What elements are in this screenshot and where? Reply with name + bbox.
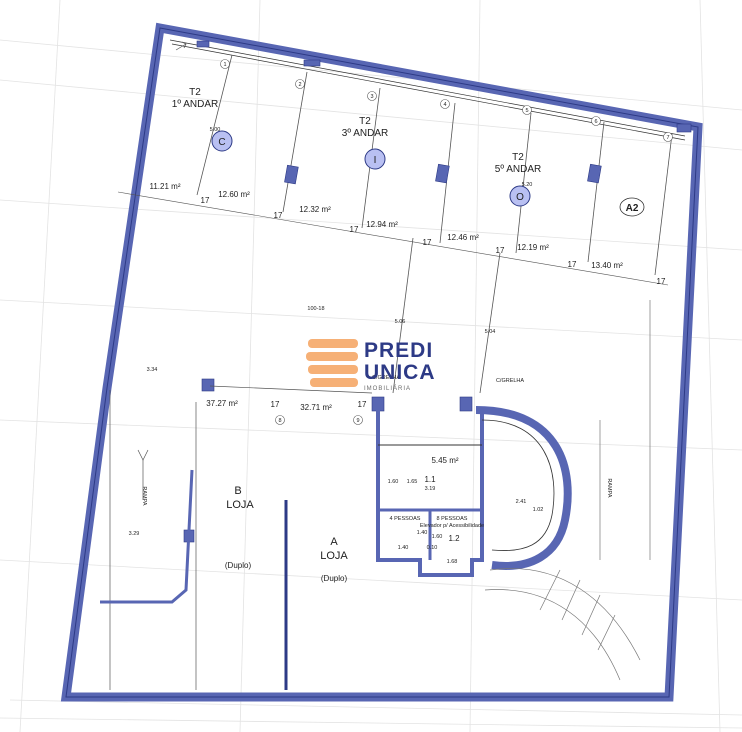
zone-label: A2 [626, 203, 639, 214]
bay-dim-2: 17 [274, 211, 283, 220]
dim-3-29: 3.29 [129, 531, 140, 537]
shop-a-note: (Duplo) [321, 574, 348, 583]
core-dim-9: 2.41 [516, 499, 527, 505]
top-wall-columns [196, 40, 692, 133]
bay-dim-7: 17 [657, 277, 666, 286]
core-dim-5: 1.60 [432, 534, 443, 540]
north-arrow-icon [175, 41, 187, 51]
bay-dim-1: 17 [201, 196, 210, 205]
unit-labels: T2 1º ANDAR T2 3º ANDAR T2 5º ANDAR [172, 87, 541, 175]
bay-dim-4: 17 [423, 238, 432, 247]
parking-areas: 11.21 m² 12.60 m² 12.32 m² 12.94 m² 12.4… [150, 182, 624, 270]
window-strip [169, 39, 686, 141]
gridline-3: 3 [370, 94, 373, 100]
room-1-2: 1.2 [448, 534, 460, 543]
bay-dim-8: 17 [271, 400, 280, 409]
unit-marker-o [509, 185, 531, 207]
core-dim-8: 1.68 [447, 559, 458, 565]
lift-left-capacity: 4 PESSOAS [390, 516, 421, 522]
dim-3-34: 3.34 [147, 367, 158, 373]
core-dim-10: 1.02 [533, 507, 544, 513]
core-dim-2: 1.65 [407, 479, 418, 485]
grate-label-2: C/GRELHA [496, 378, 524, 384]
unit-1-type: T2 [189, 87, 201, 98]
logo-subtitle: IMOBILIÁRIA [364, 385, 411, 392]
grate-label-1: C/GRELHA [372, 375, 400, 381]
core-walls [376, 410, 484, 577]
spiral-ramp [484, 300, 651, 681]
shop-b-note: (Duplo) [225, 561, 252, 570]
bay-area-4: 12.94 m² [366, 220, 398, 229]
lower-area-2: 32.71 m² [300, 403, 332, 412]
gridline-numbers: 1 2 3 4 5 6 7 8 9 [223, 62, 669, 424]
predi-unica-logo: PREDI UNICA IMOBILIÁRIA [306, 339, 436, 392]
core-dim-7: 0.10 [427, 545, 438, 551]
bay-area-2: 12.60 m² [218, 190, 250, 199]
bay-dim-9: 17 [358, 400, 367, 409]
shop-a: A LOJA (Duplo) [320, 536, 348, 583]
unit-2-type: T2 [359, 116, 371, 127]
lower-bay-line [209, 385, 373, 394]
unit-3-type: T2 [512, 152, 524, 163]
bay-dims: 17 17 17 17 17 17 17 17 17 [201, 196, 666, 409]
bay-area-7: 13.40 m² [591, 261, 623, 270]
unit-3-floor: 5º ANDAR [495, 164, 541, 175]
gridline-9: 9 [356, 418, 359, 424]
lower-area-1: 37.27 m² [206, 399, 238, 408]
gridline-6: 6 [594, 119, 597, 125]
bay-dim-3: 17 [350, 225, 359, 234]
shop-a-letter: A [330, 536, 338, 548]
left-ramp-label: RAMPA [141, 486, 147, 505]
lift-right-subtitle: Elevador p/ Acessibilidade [420, 523, 484, 529]
gridline-2: 2 [298, 82, 301, 88]
unit-markers: C I O 5.00 5.20 [210, 127, 533, 207]
core-dim-6: 1.40 [398, 545, 409, 551]
gridline-5: 5 [525, 108, 528, 114]
dim-5-06: 5.06 [395, 319, 406, 325]
exterior-wall-outline [65, 27, 699, 698]
shop-b-name: LOJA [226, 499, 254, 511]
shop-b-letter: B [234, 485, 241, 497]
shop-b: B LOJA (Duplo) [225, 485, 255, 570]
gridline-8: 8 [278, 418, 281, 424]
right-ramp-label: RAMPA [606, 478, 612, 497]
zone-badge [619, 197, 645, 217]
left-ramp [109, 390, 197, 690]
stair-curve-inner [481, 419, 555, 551]
bay-area-5: 12.46 m² [447, 233, 479, 242]
logo-line-1: PREDI [364, 339, 433, 362]
bay-dim-5: 17 [496, 246, 505, 255]
unit-marker-i-label: I [374, 155, 377, 166]
gridline-markers [220, 59, 673, 425]
dim-5-04: 5.04 [485, 329, 496, 335]
bay-area-6: 12.19 m² [517, 243, 549, 252]
core-dim-4: 1.40 [417, 530, 428, 536]
shop-a-name: LOJA [320, 550, 348, 562]
unit-marker-i [364, 148, 386, 170]
dim-5-00: 5.00 [210, 127, 221, 133]
plan-code: 100-18 [307, 306, 324, 312]
stair-curve-wall [475, 406, 572, 570]
unit-marker-c-label: C [218, 137, 225, 148]
shop-b-partition [100, 469, 194, 604]
unit-1-floor: 1º ANDAR [172, 99, 218, 110]
unit-marker-o-label: O [516, 192, 524, 203]
room-1-1: 1.1 [424, 475, 436, 484]
gridline-4: 4 [443, 102, 446, 108]
unit-2-floor: 3º ANDAR [342, 128, 388, 139]
core-dim-1: 1.60 [388, 479, 399, 485]
logo-line-2: UNICA [364, 361, 436, 384]
bay-dim-6: 17 [568, 260, 577, 269]
core-dim-3: 3.19 [425, 486, 436, 492]
dim-5-20: 5.20 [522, 182, 533, 188]
lift-right-capacity: 8 PESSOAS [437, 516, 468, 522]
gridline-1: 1 [223, 62, 226, 68]
bay-area-1: 11.21 m² [150, 182, 181, 191]
gridline-7: 7 [666, 135, 669, 141]
bay-area-3: 12.32 m² [299, 205, 331, 214]
unit-marker-c [211, 130, 233, 152]
core-area: 5.45 m² [431, 456, 458, 465]
